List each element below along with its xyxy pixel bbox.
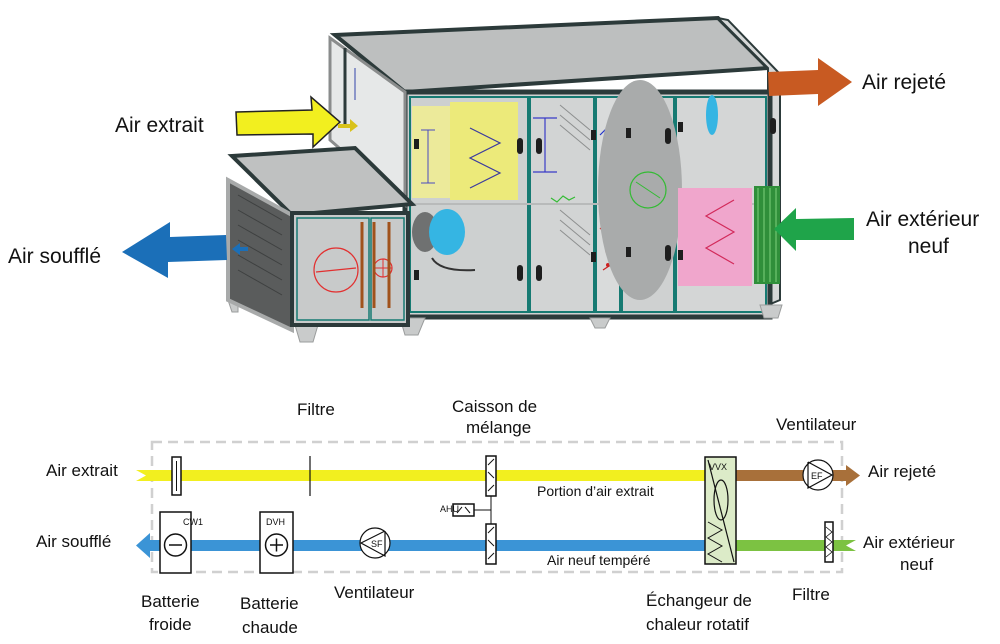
schematic: CW1 DVH SF AHU VVX EF xyxy=(36,397,955,637)
supply-fan-wheel xyxy=(429,209,465,255)
supply-outlet-grille xyxy=(237,194,283,296)
bag-filter-zigzag xyxy=(468,127,502,189)
label-batterie-chaude-2: chaude xyxy=(242,618,298,637)
rotation-loop-icon xyxy=(713,479,729,521)
iso-label-air-extrait: Air extrait xyxy=(115,114,204,137)
iso-label-air-souffle: Air soufflé xyxy=(8,245,101,268)
main-box-top xyxy=(329,15,773,95)
label-echangeur-1: Échangeur de xyxy=(646,591,752,610)
label-air-extrait: Air extrait xyxy=(46,461,118,480)
label-portion-air-extrait: Portion d’air extrait xyxy=(537,483,654,499)
tag-sf: SF xyxy=(371,539,383,549)
label-batterie-froide-1: Batterie xyxy=(141,592,200,611)
minus-circle-icon xyxy=(163,533,188,557)
cooling-coil-minus xyxy=(315,267,357,273)
label-air-neuf-tempere: Air neuf tempéré xyxy=(547,552,651,568)
iso-label-air-exterieur-1: Air extérieur xyxy=(866,208,979,231)
rotary-wheel-symbol-line xyxy=(635,181,661,199)
ahu-damper-symbol xyxy=(452,503,475,517)
outdoor-filter-symbol xyxy=(824,521,834,563)
exhaust-air-line xyxy=(726,470,846,481)
air-rejete-arrow[interactable] xyxy=(768,58,852,106)
door-handles xyxy=(414,118,776,281)
tag-ahu: AHU xyxy=(440,504,459,514)
lower-box-side xyxy=(226,176,294,334)
label-air-rejete: Air rejeté xyxy=(868,462,936,481)
label-ventilateur-top: Ventilateur xyxy=(776,415,857,434)
ahu-blade xyxy=(456,506,463,514)
label-caisson-2: mélange xyxy=(466,418,531,437)
tag-ef: EF xyxy=(811,471,823,481)
rotary-wheel-symbol xyxy=(629,171,667,209)
grille-lines xyxy=(757,188,777,282)
supply-air-arrowhead xyxy=(136,533,150,558)
extract-air-line xyxy=(136,470,710,481)
outdoor-filter-hatch xyxy=(825,526,833,558)
iso-label-air-exterieur-2: neuf xyxy=(908,235,949,258)
cooling-coil-panel xyxy=(296,217,370,321)
heating-coil-panel xyxy=(370,217,405,321)
outdoor-air-line xyxy=(726,540,856,551)
tag-cw1: CW1 xyxy=(183,517,203,527)
tag-dvh: DVH xyxy=(266,517,285,527)
exchanger-zigzag xyxy=(706,521,724,563)
exhaust-fan-wheel xyxy=(706,95,718,135)
plus-circle-icon xyxy=(264,533,289,557)
coil-pipes xyxy=(360,222,391,308)
air-extrait-arrow[interactable] xyxy=(235,95,342,149)
label-echangeur-2: chaleur rotatif xyxy=(646,615,749,634)
extract-air-tail xyxy=(136,470,146,481)
air-exterieur-arrow[interactable] xyxy=(774,208,854,251)
label-air-exterieur-1: Air extérieur xyxy=(863,533,955,552)
exchanger-diagonal xyxy=(707,459,735,563)
legs xyxy=(227,299,783,343)
label-caisson-1: Caisson de xyxy=(452,397,537,416)
air-souffle-inner-arrow xyxy=(232,243,248,255)
outdoor-air-tail xyxy=(846,540,856,551)
supply-fan-triangle xyxy=(359,530,386,558)
rotary-wheel xyxy=(598,80,682,300)
iso-label-air-rejete: Air rejeté xyxy=(862,71,946,94)
supply-air-line xyxy=(150,540,726,551)
prefilter-yellow xyxy=(412,106,450,198)
label-air-souffle: Air soufflé xyxy=(36,532,111,551)
outdoor-filter-zigzag xyxy=(704,199,736,265)
exhaust-air-arrowhead xyxy=(846,465,860,486)
ahu-blade xyxy=(464,506,471,514)
exhaust-fan-triangle xyxy=(807,461,834,490)
label-ventilateur-bottom: Ventilateur xyxy=(334,583,415,602)
iso-view: Air extrait Air soufflé Air rejeté Air e… xyxy=(8,15,979,343)
air-extrait-inner-arrow xyxy=(338,119,358,132)
air-souffle-arrow[interactable] xyxy=(122,222,227,278)
cooling-coil-symbol xyxy=(313,247,359,293)
unit-boundary xyxy=(150,440,844,574)
mixing-louvres xyxy=(559,104,591,256)
label-batterie-froide-2: froide xyxy=(149,615,192,634)
outdoor-filter-pink xyxy=(678,188,752,286)
mixing-green-symbol xyxy=(550,195,576,203)
label-air-exterieur-2: neuf xyxy=(900,555,933,574)
label-batterie-chaude-1: Batterie xyxy=(240,594,299,613)
fan-cable xyxy=(431,257,476,272)
label-filtre-top: Filtre xyxy=(297,400,335,419)
tag-vvx: VVX xyxy=(709,462,727,472)
mixing-damper-blades xyxy=(487,458,495,560)
lower-box-top xyxy=(227,145,417,218)
label-filtre-bottom: Filtre xyxy=(792,585,830,604)
